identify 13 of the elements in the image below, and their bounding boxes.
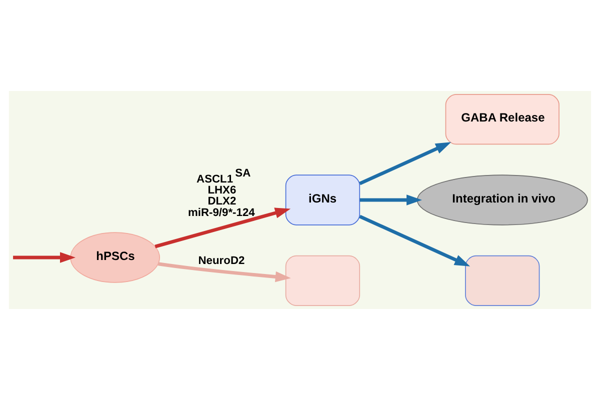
node-box: [465, 255, 540, 306]
node-ellipse: Integration in vivo: [416, 174, 588, 226]
arrow: [13, 252, 76, 263]
edge-label: NeuroD2: [198, 254, 245, 267]
arrow: [158, 262, 291, 282]
arrow: [359, 142, 452, 186]
arrow: [154, 208, 291, 248]
node-box: GABA Release: [445, 94, 560, 145]
arrow: [359, 214, 470, 266]
arrow: [360, 194, 422, 206]
node-box: iGNs: [285, 174, 360, 226]
node-ellipse: hPSCs: [70, 232, 160, 283]
node-box: [285, 255, 360, 306]
